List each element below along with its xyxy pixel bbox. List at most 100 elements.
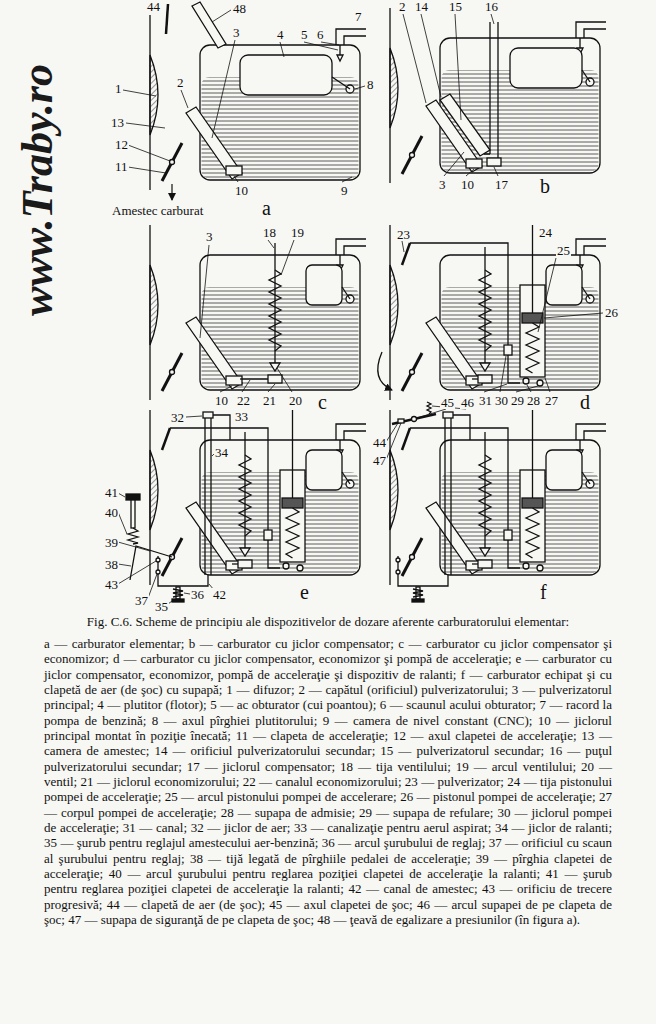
panel-c <box>240 378 268 379</box>
callout-number: 34 <box>214 446 229 459</box>
panel-e <box>130 546 172 580</box>
callout-number: 14 <box>414 0 429 13</box>
leader-line <box>545 378 550 392</box>
leader-line <box>516 386 538 392</box>
callout-number: 27 <box>544 394 559 407</box>
panel-f <box>392 414 436 424</box>
callout-number: 32 <box>170 411 185 424</box>
panel-f <box>402 410 545 571</box>
callout-number: 3 <box>205 230 214 243</box>
leader-line <box>403 14 426 103</box>
leader-line <box>268 384 275 392</box>
watermark: www.Traby.ro <box>16 64 60 316</box>
callout-number: 10 <box>460 178 475 191</box>
leader-line <box>321 42 339 45</box>
callout-number: 10 <box>234 184 249 197</box>
panel-letter: d <box>580 392 590 412</box>
leader-line <box>126 123 165 128</box>
panel-e <box>126 494 140 500</box>
callout-number: 9 <box>340 184 349 197</box>
callout-number: 19 <box>290 226 305 239</box>
leader-line <box>342 177 352 182</box>
callout-number: 12 <box>114 138 129 151</box>
panel-c <box>150 225 366 400</box>
callout-number: 20 <box>288 394 303 407</box>
panel-a <box>240 55 332 95</box>
panel-c <box>268 375 282 383</box>
panel-b <box>582 70 590 82</box>
panel-a <box>150 15 366 190</box>
callout-number: 40 <box>104 506 119 519</box>
panels <box>126 2 606 602</box>
leader-line <box>417 409 446 418</box>
callout-number: 17 <box>494 178 509 191</box>
panel-d <box>378 352 392 390</box>
figure-caption: Fig. C.6. Scheme de principiu ale dispoz… <box>44 614 612 630</box>
callout-number: 45 <box>440 396 455 409</box>
leader-line <box>494 167 498 176</box>
leader-line <box>355 86 365 89</box>
callout-number: 15 <box>448 0 463 13</box>
panel-b <box>510 48 582 88</box>
callout-number: 39 <box>104 536 119 549</box>
leader-line <box>212 10 231 22</box>
leader-line <box>466 169 474 176</box>
panel-a <box>150 2 366 190</box>
panel-c <box>274 243 275 363</box>
leader-line <box>491 14 494 24</box>
leader-line <box>386 423 398 442</box>
callout-number: 24 <box>538 226 553 239</box>
callout-number: 11 <box>114 160 129 173</box>
callout-number: 47 <box>372 454 387 467</box>
leader-line <box>118 542 150 551</box>
panel-c <box>269 270 281 351</box>
leader-line <box>444 152 464 176</box>
callout-number: 2 <box>398 0 407 13</box>
panel-letter: c <box>318 392 327 412</box>
panel-f <box>427 402 431 414</box>
panel-f <box>390 402 606 602</box>
callout-number: 41 <box>104 486 119 499</box>
panel-letter: e <box>300 582 309 602</box>
leader-line <box>538 258 556 332</box>
leader-line <box>118 512 127 534</box>
callout-number: 22 <box>236 394 251 407</box>
panel-letter: f <box>540 582 547 602</box>
panel-e <box>128 528 138 544</box>
panel-e <box>131 500 135 528</box>
callout-number: 26 <box>604 306 619 319</box>
leader-line <box>386 423 401 460</box>
leader-line <box>234 176 238 182</box>
leader-line <box>455 14 461 120</box>
leader-line <box>118 10 603 604</box>
callout-number: 3 <box>438 178 447 191</box>
panel-d <box>402 225 545 386</box>
callout-number: 3 <box>232 26 241 39</box>
callout-number: 18 <box>262 226 277 239</box>
panel-f <box>398 419 404 423</box>
callout-number: 30 <box>494 394 509 407</box>
callout-number: 48 <box>232 2 247 15</box>
carburetor-schematics <box>0 0 656 612</box>
panel-b <box>390 8 606 183</box>
panel-e <box>306 450 350 490</box>
callout-number: 31 <box>478 394 493 407</box>
leader-line <box>421 14 441 97</box>
callout-number: 29 <box>510 394 525 407</box>
callout-number: 35 <box>154 600 169 613</box>
panel-a <box>192 2 226 48</box>
panel-f <box>546 450 590 490</box>
callout-number: 23 <box>396 228 411 241</box>
flow-label: Amestec carburat <box>112 204 203 218</box>
panel-e <box>162 410 305 571</box>
leader-line <box>277 368 292 392</box>
leader-line <box>212 40 235 138</box>
panel-f <box>412 417 417 422</box>
leader-line <box>527 385 531 392</box>
callout-number: 16 <box>484 0 499 13</box>
panel-letter: a <box>262 198 271 218</box>
panel-f <box>390 410 606 585</box>
callout-number: 25 <box>556 244 571 257</box>
leader-line <box>268 240 274 248</box>
callout-number: 43 <box>104 578 119 591</box>
